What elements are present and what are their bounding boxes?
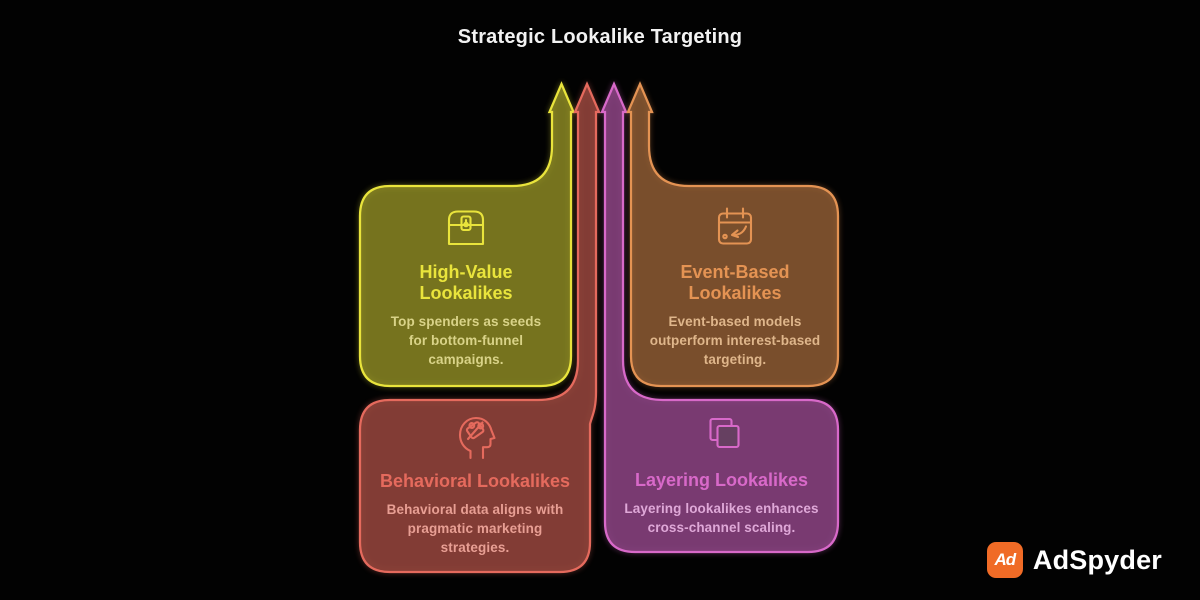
card-layering-lookalikes: Layering Lookalikes Layering lookalikes … (607, 404, 836, 546)
adspyder-logo-icon: Ad (986, 542, 1023, 578)
connector-layering (600, 81, 840, 554)
card-behavioral-lookalikes: Behavioral Lookalikes Behavioral data al… (362, 404, 588, 566)
card-title: Layering Lookalikes (634, 469, 809, 490)
calendar-event-icon (711, 204, 759, 252)
card-description: Top spenders as seeds for bottom-funnel … (390, 314, 542, 368)
layers-squares-icon (698, 412, 746, 460)
page-title: Strategic Lookalike Targeting (457, 26, 743, 48)
card-description: Event-based models outperform interest-b… (649, 314, 821, 368)
connector-high-value (358, 81, 576, 388)
connector-behavioral (358, 81, 601, 574)
head-psychology-icon (451, 413, 499, 461)
card-title: Behavioral Lookalikes (379, 470, 571, 491)
card-description: Layering lookalikes enhances cross-chann… (624, 501, 819, 536)
adspyder-logo: Ad AdSpyder (986, 542, 1162, 578)
adspyder-wordmark: AdSpyder (1032, 544, 1162, 575)
card-description: Behavioral data aligns with pragmatic ma… (386, 501, 564, 555)
treasure-chest-icon (442, 204, 490, 252)
card-high-value-lookalikes: High-Value Lookalikes Top spenders as se… (362, 194, 570, 380)
card-title: High-Value Lookalikes (419, 261, 513, 304)
card-event-based-lookalikes: Event-Based Lookalikes Event-based model… (633, 194, 837, 380)
card-title: Event-Based Lookalikes (680, 261, 790, 304)
